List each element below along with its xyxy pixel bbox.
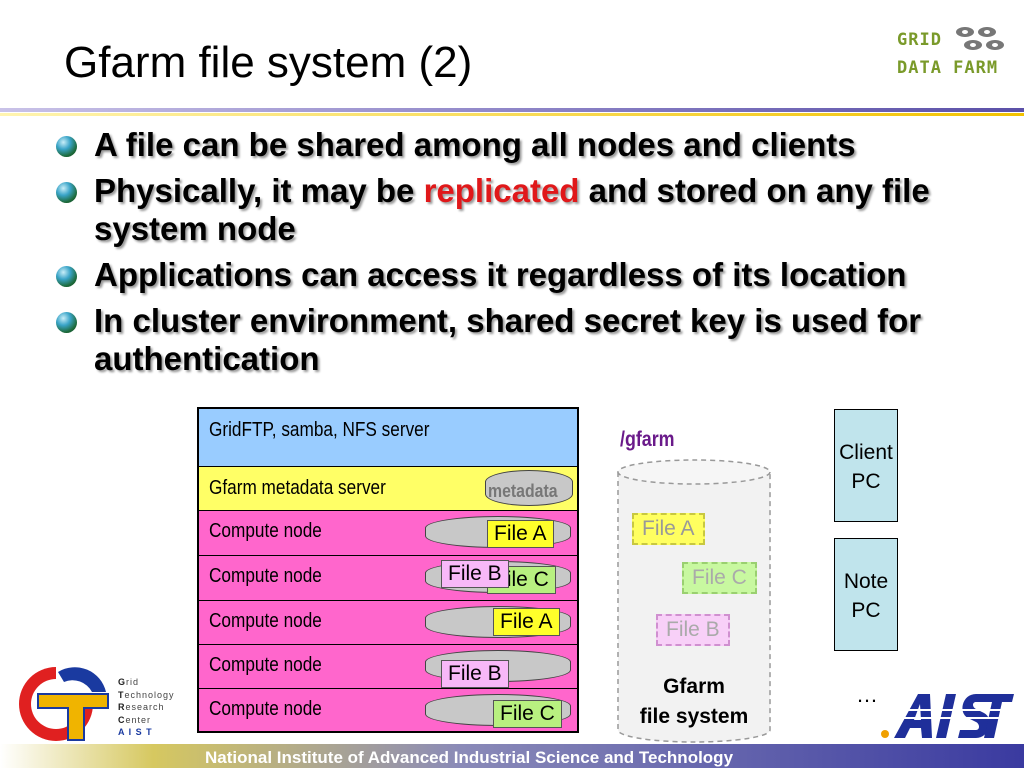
metadata-disk-icon xyxy=(485,470,573,506)
gtrc-text: Grid Technology Research Center A I S T xyxy=(118,676,175,739)
gtrc-initial: R xyxy=(118,702,126,712)
metadata-label: metadata xyxy=(488,481,558,501)
fs-name-line2: file system xyxy=(639,705,749,728)
logo-line1: GRID xyxy=(897,30,942,50)
bullet-ball-icon xyxy=(56,182,77,203)
gfarm-path-label: /gfarm xyxy=(620,428,675,451)
file-tag: File A xyxy=(493,608,560,636)
client-pc-box: Client PC xyxy=(834,409,898,522)
gtrc-logo-icon xyxy=(19,664,112,741)
row-compute-node: Compute node File C xyxy=(199,689,577,731)
row-label: Gfarm metadata server xyxy=(209,477,386,499)
logo-line2: DATA FARM xyxy=(897,58,999,78)
gtrc-line: A I S T xyxy=(118,727,153,737)
gtrc-initial: G xyxy=(118,677,127,687)
row-label: Compute node xyxy=(209,698,322,720)
title-rule-yellow xyxy=(0,113,1024,116)
gtrc-word: enter xyxy=(125,714,152,725)
gtrc-line: Technology xyxy=(118,689,175,702)
file-tag: File C xyxy=(493,700,562,728)
bullet-ball-icon xyxy=(56,266,77,287)
bullet-ball-icon xyxy=(56,312,77,333)
note-label-line1: Note xyxy=(843,570,889,593)
bullet-text: Applications can access it regardless of… xyxy=(94,256,907,293)
bullet-item: Applications can access it regardless of… xyxy=(56,256,1006,294)
row-compute-node: Compute node File C File B xyxy=(199,556,577,601)
footer-text: National Institute of Advanced Industria… xyxy=(205,748,734,767)
row-label: Compute node xyxy=(209,610,322,632)
gtrc-line: Center xyxy=(118,714,175,727)
row-compute-node: Compute node File A xyxy=(199,601,577,645)
fs-name-line1: Gfarm xyxy=(663,675,725,698)
virtual-file-tag: File B xyxy=(656,614,730,646)
file-tag: File A xyxy=(487,520,554,548)
aist-logo-icon xyxy=(881,694,1014,738)
row-label: Compute node xyxy=(209,565,322,587)
node-stack: GridFTP, samba, NFS server Gfarm metadat… xyxy=(197,407,579,733)
bullet-text-post: and stored on any file system node xyxy=(94,172,930,247)
bullet-item: A file can be shared among all nodes and… xyxy=(56,126,1006,164)
gtrc-initial: C xyxy=(118,714,126,725)
footer-bar xyxy=(0,744,1024,768)
bullet-text: In cluster environment, shared secret ke… xyxy=(94,302,922,377)
row-label: GridFTP, samba, NFS server xyxy=(209,419,430,441)
bullet-ball-icon xyxy=(56,136,77,157)
client-label-line1: Client xyxy=(839,441,893,464)
note-pc-box: Note PC xyxy=(834,538,898,651)
gtrc-word: rid xyxy=(126,677,140,687)
slide-title: Gfarm file system (2) xyxy=(64,38,473,87)
grid-datafarm-logo: GRID DATA FARM xyxy=(897,27,1007,84)
bullet-highlight: replicated xyxy=(423,172,580,209)
gtrc-line: Grid xyxy=(118,676,175,689)
virtual-file-tag: File A xyxy=(632,513,705,545)
row-compute-node: Compute node File A xyxy=(199,511,577,556)
bullet-text: A file can be shared among all nodes and… xyxy=(94,126,856,163)
file-tag: File B xyxy=(441,660,509,688)
bullet-item: In cluster environment, shared secret ke… xyxy=(56,302,1006,378)
row-gridftp-server: GridFTP, samba, NFS server xyxy=(199,409,577,467)
client-label-line2: PC xyxy=(851,470,881,493)
more-clients-ellipsis: … xyxy=(856,682,878,707)
row-compute-node: Compute node File B xyxy=(199,645,577,689)
file-tag: File B xyxy=(441,560,509,588)
gear-cluster-icon xyxy=(956,27,1004,50)
title-rule-purple xyxy=(0,108,1024,112)
row-label: Compute node xyxy=(209,520,322,542)
row-label: Compute node xyxy=(209,654,322,676)
note-label-line2: PC xyxy=(851,599,881,622)
bullet-list: A file can be shared among all nodes and… xyxy=(56,126,1006,386)
gtrc-line: Research xyxy=(118,701,175,714)
bullet-text-pre: Physically, it may be xyxy=(94,172,424,209)
bullet-item: Physically, it may be replicated and sto… xyxy=(56,172,1006,248)
gtrc-word: esearch xyxy=(125,702,165,712)
gfarm-fs-name: Gfarm file system xyxy=(616,672,772,732)
gtrc-initial: T xyxy=(118,689,125,700)
virtual-file-tag: File C xyxy=(682,562,757,594)
gtrc-word: echnology xyxy=(124,689,175,700)
row-metadata-server: Gfarm metadata server metadata xyxy=(199,467,577,511)
